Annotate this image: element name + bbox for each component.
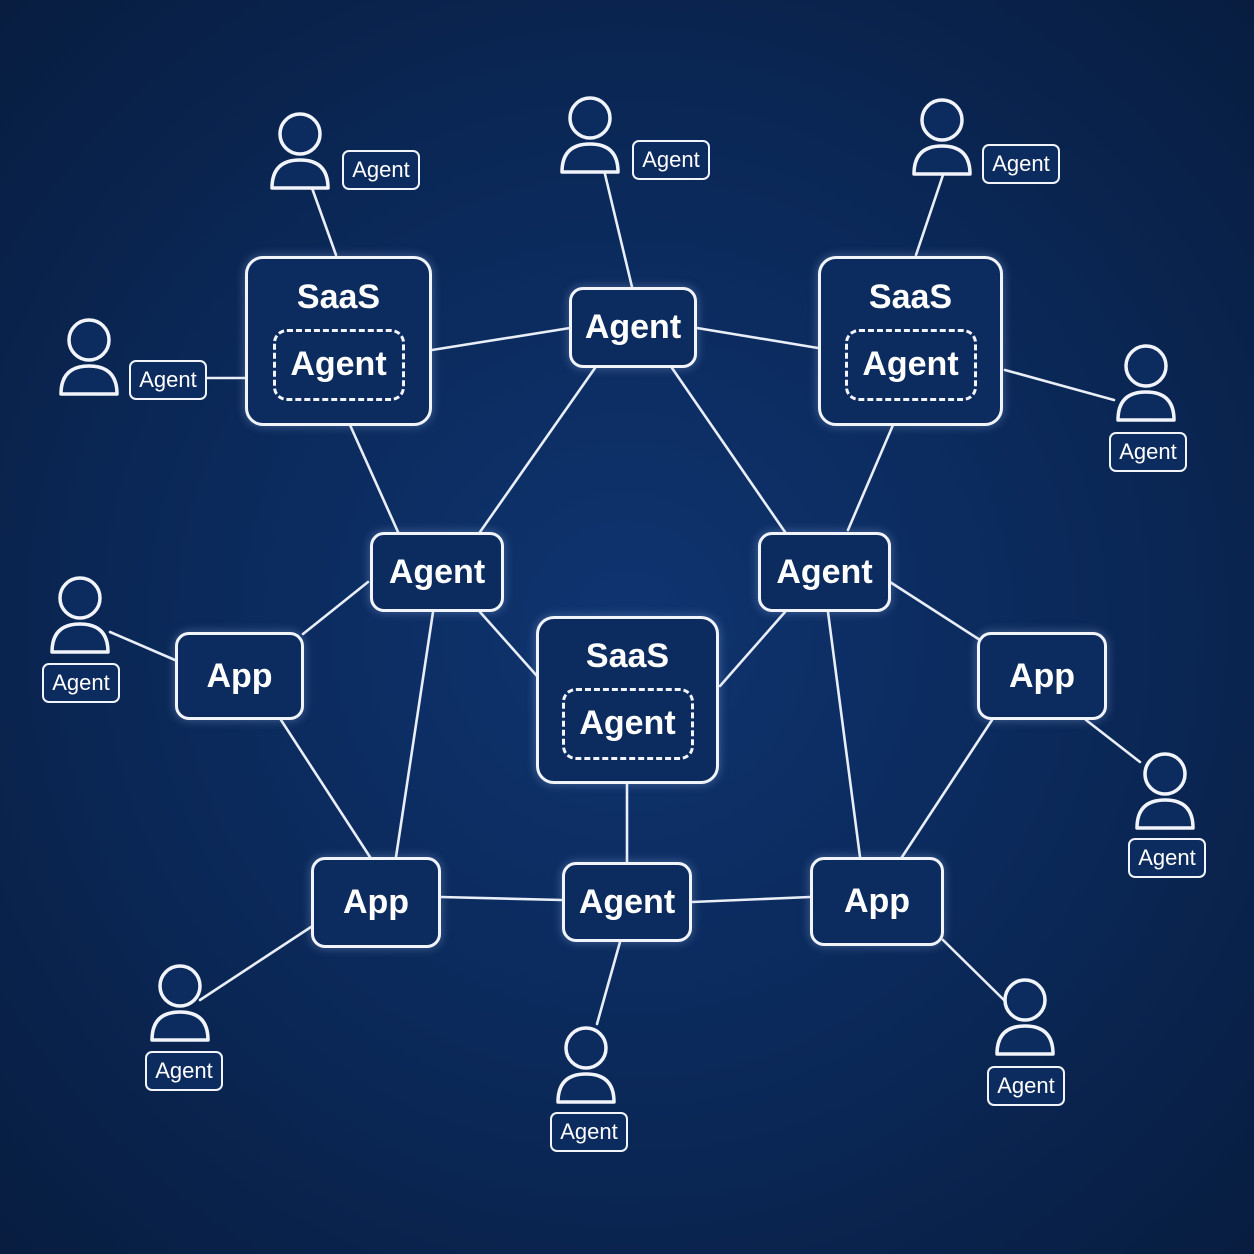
edge (394, 610, 435, 859)
user-icon (554, 1020, 618, 1104)
edge (670, 366, 787, 534)
edge (888, 580, 982, 642)
user-icon (558, 90, 622, 174)
user-agent-tag: Agent (550, 1112, 628, 1152)
saas-title: SaaS (585, 636, 670, 675)
saas-title: SaaS (868, 277, 953, 316)
embedded-agent: Agent (844, 328, 977, 401)
app-node-left: App (175, 632, 304, 720)
edge (439, 895, 564, 902)
user-icon (1133, 746, 1197, 830)
user-icon (48, 570, 112, 654)
user-agent-tag: Agent (1128, 838, 1206, 878)
agent-node-bottom: Agent (562, 862, 692, 942)
embedded-agent: Agent (561, 687, 694, 760)
edge (595, 940, 622, 1026)
edge (941, 938, 1008, 1004)
user-icon (993, 972, 1057, 1056)
user-agent-tag: Agent (42, 663, 120, 703)
edge (914, 170, 946, 257)
app-node-bottom-left: App (311, 857, 441, 948)
edge (846, 423, 895, 532)
user-icon (57, 312, 121, 396)
user-agent-tag: Agent (987, 1066, 1065, 1106)
edge (478, 610, 539, 678)
app-node-bottom-right: App (810, 857, 944, 946)
agent-node-middle-left: Agent (370, 532, 504, 612)
user-agent-tag: Agent (632, 140, 710, 180)
saas-title: SaaS (296, 277, 381, 316)
edge (348, 423, 400, 534)
saas-node-center: SaaS Agent (536, 616, 719, 784)
user-icon (1114, 338, 1178, 422)
user-agent-tag: Agent (129, 360, 207, 400)
edge (108, 630, 177, 662)
user-icon (268, 106, 332, 190)
saas-node-top-right: SaaS Agent (818, 256, 1003, 426)
embedded-agent: Agent (272, 328, 405, 401)
user-agent-tag: Agent (145, 1051, 223, 1091)
edge (1003, 368, 1116, 402)
edge (301, 580, 370, 636)
app-node-right: App (977, 632, 1107, 720)
user-agent-tag: Agent (1109, 432, 1187, 472)
edge (826, 610, 862, 859)
edge (900, 718, 994, 859)
edge (695, 326, 820, 350)
agent-node-top: Agent (569, 287, 697, 368)
user-icon (148, 958, 212, 1042)
user-agent-tag: Agent (982, 144, 1060, 184)
saas-node-top-left: SaaS Agent (245, 256, 432, 426)
agent-node-middle-right: Agent (758, 532, 891, 612)
edge (430, 326, 572, 352)
edge (718, 610, 787, 688)
edge (310, 186, 338, 257)
user-agent-tag: Agent (342, 150, 420, 190)
edge (690, 895, 812, 904)
edge (1084, 718, 1142, 764)
edge (602, 168, 634, 289)
edge (198, 925, 313, 1002)
edge (279, 718, 372, 859)
user-icon (910, 92, 974, 176)
edge (478, 366, 597, 534)
